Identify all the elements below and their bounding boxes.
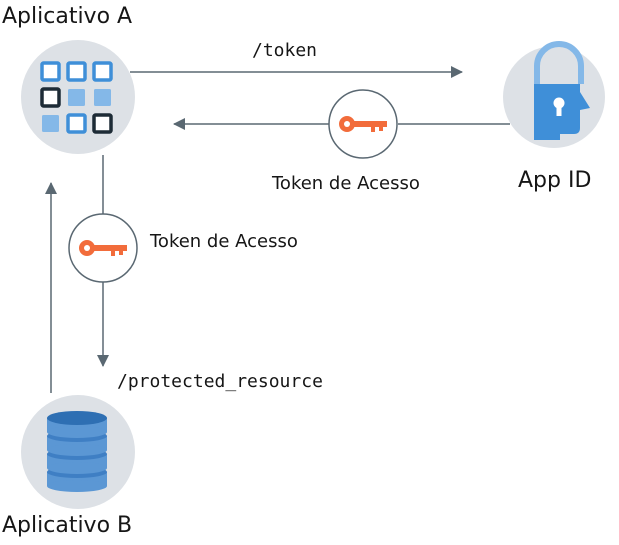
connectors [45,66,510,393]
token-response-label: Token de Acesso [272,173,420,194]
database-icon [47,411,107,492]
resource-token-label: Token de Acesso [150,231,298,252]
app-id-label: App ID [518,168,592,193]
app-b-node [21,395,135,509]
app-id-node [503,41,605,148]
resource-request-label: /protected_resource [117,371,323,392]
token-response-key-badge [328,89,398,159]
key-icon [339,116,387,132]
token-request-label: /token [252,40,318,61]
app-b-label: Aplicativo B [2,513,133,538]
key-icon [79,240,127,256]
grid-app-icon [40,61,113,134]
resource-request-key-badge [68,213,138,283]
app-a-node [21,40,135,154]
app-a-label: Aplicativo A [2,4,133,29]
padlock-head-icon [534,41,590,140]
